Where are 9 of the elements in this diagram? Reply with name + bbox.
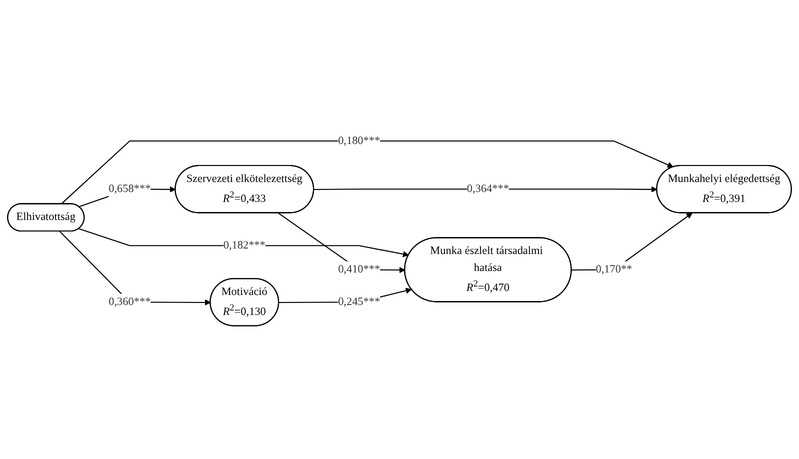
- arrow: [60, 140, 674, 205]
- edge-label: 0,360***: [108, 296, 151, 308]
- edge-label: 0,182***: [223, 240, 266, 252]
- edge-label: 0,180***: [338, 135, 380, 147]
- edge-label: 0,170**: [596, 264, 632, 276]
- edge-label: 0,410***: [338, 264, 380, 276]
- edge-label: 0,245***: [338, 296, 380, 308]
- edge-label: 0,658***: [108, 183, 151, 196]
- edge-label: 0,364***: [466, 183, 509, 196]
